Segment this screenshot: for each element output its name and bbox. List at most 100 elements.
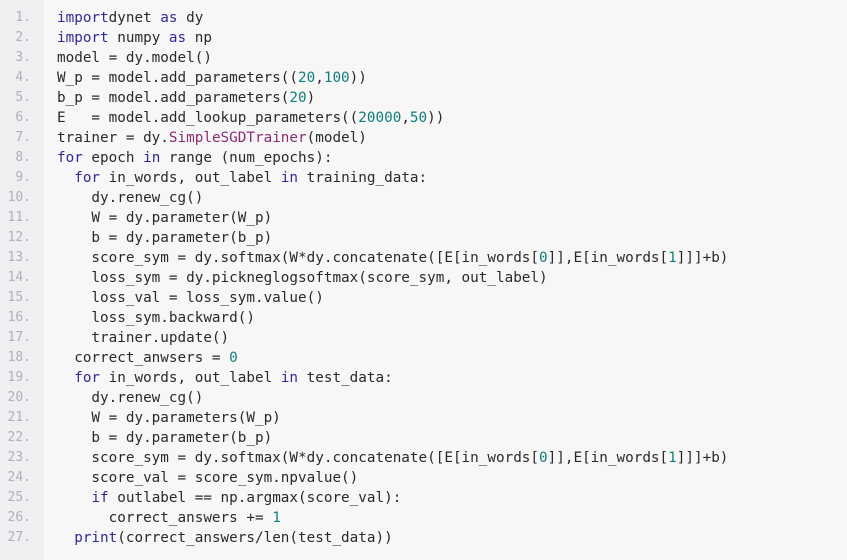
code-token: import	[57, 30, 109, 46]
code-token: model = dy.model()	[57, 50, 212, 66]
code-text: loss_val = loss_sym.value()	[57, 288, 324, 308]
code-token: b = dy.parameter(b_p)	[57, 230, 273, 246]
code-token	[57, 170, 74, 186]
code-token: for	[57, 150, 83, 166]
code-token: 20000	[358, 110, 402, 126]
code-token: )	[306, 90, 316, 106]
code-text: for epoch in range (num_epochs):	[57, 148, 332, 168]
code-text: dy.renew_cg()	[57, 388, 203, 408]
line-number: 12.	[7, 230, 31, 245]
code-token: 50	[409, 110, 428, 126]
line-number: 11.	[7, 210, 31, 225]
code-text: for in_words, out_label in training_data…	[57, 168, 427, 188]
code-token: for	[74, 170, 101, 186]
code-text: import numpy as np	[57, 28, 212, 48]
code-text: score_val = score_sym.npvalue()	[57, 468, 358, 488]
code-token: dy.renew_cg()	[57, 390, 204, 406]
line-number: 9.	[15, 170, 31, 185]
code-token: 0	[229, 350, 238, 366]
code-token: 20	[289, 90, 307, 106]
line-number: 21.	[7, 410, 31, 425]
code-token: correct_answers +=	[57, 510, 273, 526]
code-token: import	[57, 10, 109, 26]
code-token: trainer.update()	[57, 330, 230, 346]
code-text: dy.renew_cg()	[57, 188, 203, 208]
line-number: 15.	[7, 290, 31, 305]
code-token: loss_val = loss_sym.value()	[57, 290, 324, 306]
code-token: print	[74, 530, 118, 546]
code-token: in	[143, 150, 161, 166]
code-token: ]]]+b)	[676, 450, 729, 466]
code-token: in	[280, 370, 299, 386]
line-number: 8.	[15, 150, 31, 165]
code-text: model = dy.model()	[57, 48, 212, 68]
code-text: b_p = model.add_parameters(20)	[57, 88, 315, 108]
code-token: outlabel == np.argmax(score_val):	[108, 490, 402, 506]
code-token: loss_sym.backward()	[57, 310, 255, 326]
line-number: 2.	[15, 30, 31, 45]
code-token: 20	[298, 70, 316, 86]
code-token: ]],E[in_words[	[547, 250, 669, 266]
line-number: 17.	[7, 330, 31, 345]
code-token	[57, 370, 74, 386]
code-token: 0	[539, 450, 548, 466]
line-number: 10.	[7, 190, 31, 205]
line-number: 20.	[7, 390, 31, 405]
code-token: score_val = score_sym.npvalue()	[57, 470, 359, 486]
code-token: dy.renew_cg()	[57, 190, 204, 206]
code-token: W = dy.parameter(W_p)	[57, 210, 273, 226]
code-text: b = dy.parameter(b_p)	[57, 228, 272, 248]
code-token: W = dy.parameters(W_p)	[57, 410, 281, 426]
code-token: training_data:	[298, 170, 428, 186]
code-text: loss_sym.backward()	[57, 308, 255, 328]
code-text: loss_sym = dy.pickneglogsoftmax(score_sy…	[57, 268, 548, 288]
code-token: ,	[401, 110, 410, 126]
line-number: 27.	[7, 530, 31, 545]
line-number: 7.	[15, 130, 31, 145]
code-token: loss_sym = dy.pickneglogsoftmax(score_sy…	[57, 270, 548, 286]
code-token: 1	[668, 250, 677, 266]
code-token: ]]]+b)	[676, 250, 729, 266]
code-token: range (num_epochs):	[160, 150, 333, 166]
code-token: score_sym = dy.softmax(W*dy.concatenate(…	[57, 250, 540, 266]
code-text: correct_answers += 1	[57, 508, 281, 528]
code-text: score_sym = dy.softmax(W*dy.concatenate(…	[57, 248, 728, 268]
line-number: 19.	[7, 370, 31, 385]
code-token: trainer = dy.	[57, 130, 169, 146]
code-text: importdynet as dy	[57, 8, 203, 28]
line-number: 13.	[7, 250, 31, 265]
code-text: trainer.update()	[57, 328, 229, 348]
line-number: 16.	[7, 310, 31, 325]
code-token: SimpleSGDTrainer	[168, 130, 307, 146]
code-token: ]],E[in_words[	[547, 450, 669, 466]
line-number: 5.	[15, 90, 31, 105]
code-token: correct_anwsers =	[57, 350, 230, 366]
code-text: W = dy.parameter(W_p)	[57, 208, 272, 228]
code-text: b = dy.parameter(b_p)	[57, 428, 272, 448]
line-number: 26.	[7, 510, 31, 525]
code-token: ))	[427, 110, 445, 126]
code-token: numpy	[108, 30, 161, 46]
code-text: for in_words, out_label in test_data:	[57, 368, 393, 388]
code-text: W = dy.parameters(W_p)	[57, 408, 281, 428]
code-text: score_sym = dy.softmax(W*dy.concatenate(…	[57, 448, 728, 468]
code-token: in_words, out_label	[100, 170, 281, 186]
line-number: 14.	[7, 270, 31, 285]
code-token: ))	[349, 70, 367, 86]
code-token: as	[160, 30, 195, 46]
code-token: np	[194, 30, 212, 46]
code-token: in	[280, 170, 299, 186]
line-number: 3.	[15, 50, 31, 65]
code-token: 1	[668, 450, 677, 466]
line-number: 1.	[15, 10, 31, 25]
line-number: 23.	[7, 450, 31, 465]
line-number: 4.	[15, 70, 31, 85]
code-token: (model)	[306, 130, 367, 146]
code-token: dy	[186, 10, 204, 26]
code-token: epoch	[82, 150, 144, 166]
code-token: for	[74, 370, 101, 386]
code-token	[57, 530, 74, 546]
code-text: W_p = model.add_parameters((20,100))	[57, 68, 367, 88]
code-token: 0	[539, 250, 548, 266]
